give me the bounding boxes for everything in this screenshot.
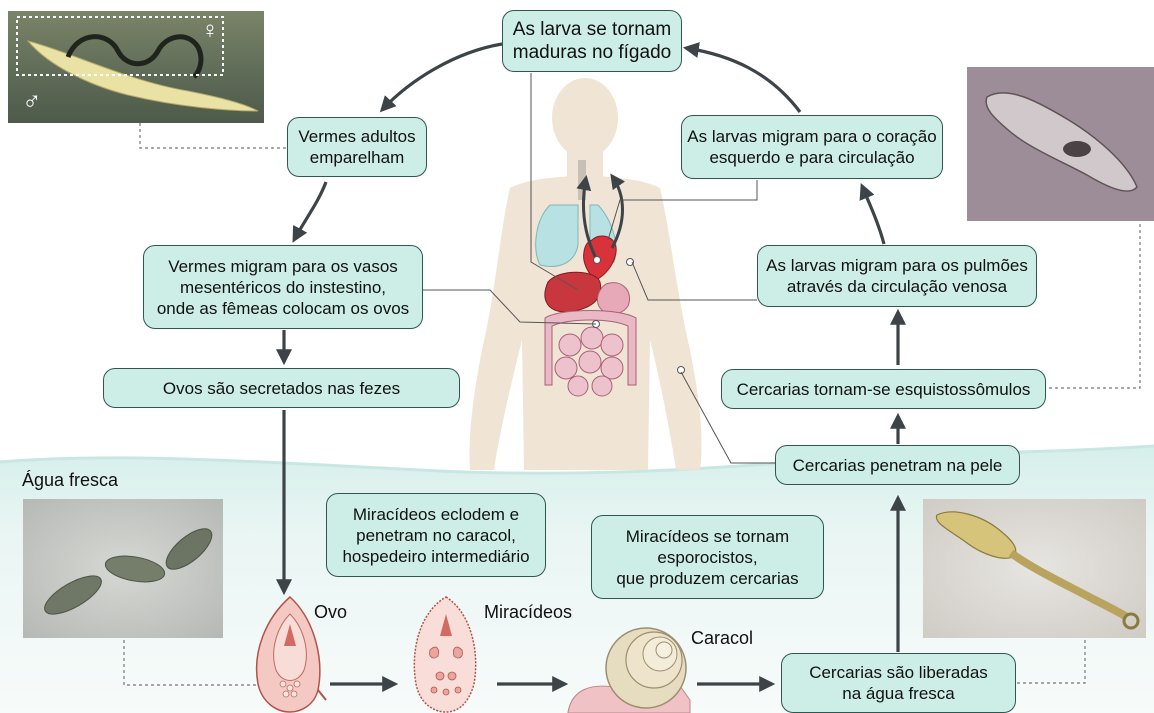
step-larvae-mature-liver: As larva se tornam maduras no fígado <box>502 10 682 72</box>
step-line: maduras no fígado <box>513 41 671 64</box>
cercaria-photo <box>923 499 1146 638</box>
worm-pair-illustration <box>8 11 264 123</box>
step-line: Cercarias tornam-se esquistossômulos <box>737 379 1031 400</box>
step-adults-pair: Vermes adultos emparelham <box>287 117 427 177</box>
step-line: Miracídeos se tornam <box>626 526 789 547</box>
step-line: através da circulação venosa <box>787 276 1007 297</box>
arrow-liver-to-adults <box>382 44 502 110</box>
egg-label: Ovo <box>314 602 347 623</box>
step-line: As larva se tornam <box>513 18 671 41</box>
step-line: esquerdo e para circulação <box>709 147 914 168</box>
step-line: Vermes adultos <box>298 126 415 147</box>
eggs-photo <box>23 499 223 638</box>
adult-worms-photo: ♀ ♂ <box>8 11 264 123</box>
female-symbol: ♀ <box>201 17 219 45</box>
step-worms-migrate-mesenteric: Vermes migram para os vasos mesentéricos… <box>143 245 423 329</box>
step-line: hospedeiro intermediário <box>342 546 529 567</box>
arrow-adults-to-mesenteric <box>294 182 326 240</box>
cercaria-illustration <box>923 499 1146 638</box>
step-line: que produzem cercarias <box>616 568 798 589</box>
egg-micrograph-illustration <box>23 499 223 638</box>
step-larvae-to-lungs: As larvas migram para os pulmões através… <box>757 245 1037 307</box>
step-line: Ovos são secretados nas fezes <box>163 378 400 399</box>
arrow-heart-to-liver <box>686 48 800 112</box>
step-line: na água fresca <box>842 683 954 704</box>
step-eggs-excreted: Ovos são secretados nas fezes <box>103 368 460 408</box>
step-line: As larvas migram para os pulmões <box>766 255 1028 276</box>
step-cercariae-penetrate-skin: Cercarias penetram na pele <box>775 445 1020 485</box>
step-line: Cercarias são liberadas <box>809 662 988 683</box>
step-larvae-to-heart: As larvas migram para o coração esquerdo… <box>681 115 943 179</box>
step-line: Miracídeos eclodem e <box>353 504 519 525</box>
male-symbol: ♂ <box>22 85 42 116</box>
arrow-lungs-to-heart <box>862 186 884 244</box>
schistosomulum-photo <box>967 67 1154 221</box>
step-line: mesentéricos do instestino, <box>180 277 386 298</box>
miracidia-label: Miracídeos <box>484 602 572 623</box>
step-sporocysts: Miracídeos se tornam esporocistos, que p… <box>591 515 824 599</box>
schistosomulum-illustration <box>967 67 1154 221</box>
snail-label: Caracol <box>691 628 753 649</box>
step-line: emparelham <box>310 147 405 168</box>
step-cercariae-schistosomula: Cercarias tornam-se esquistossômulos <box>721 369 1046 409</box>
step-line: Cercarias penetram na pele <box>793 455 1003 476</box>
fresh-water-label: Água fresca <box>22 470 118 491</box>
step-miracidia-hatch: Miracídeos eclodem e penetram no caracol… <box>326 493 546 577</box>
step-line: onde as fêmeas colocam os ovos <box>157 298 409 319</box>
step-line: penetram no caracol, <box>356 525 516 546</box>
step-line: esporocistos, <box>657 547 757 568</box>
stomach-icon <box>597 283 629 314</box>
step-line: As larvas migram para o coração <box>687 126 936 147</box>
step-cercariae-released: Cercarias são liberadas na água fresca <box>781 653 1016 713</box>
step-line: Vermes migram para os vasos <box>168 256 398 277</box>
